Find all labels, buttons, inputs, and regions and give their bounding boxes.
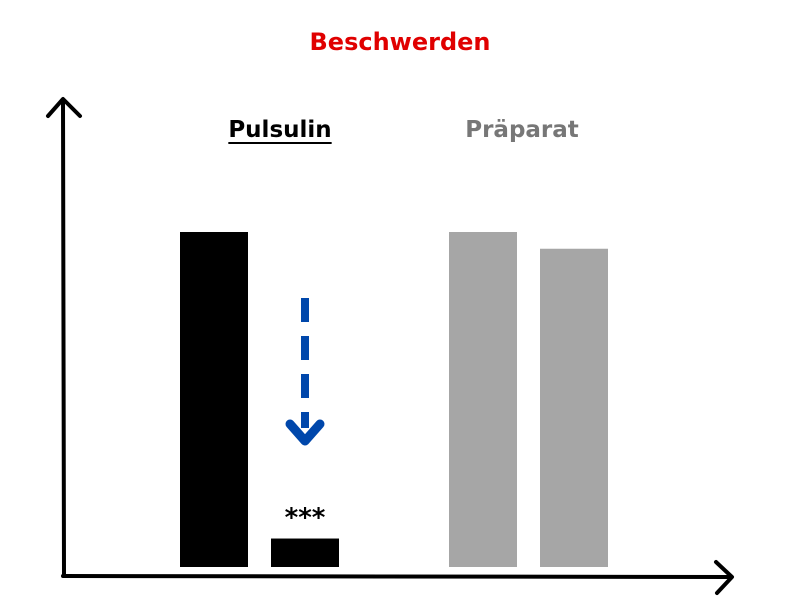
group-label-pulsulin: Pulsulin [228, 117, 332, 143]
bar-pulsulin-1 [180, 232, 248, 567]
chart-title: Beschwerden [309, 28, 491, 56]
dashed-arrow-head [285, 419, 325, 446]
y-axis-arrowhead [46, 97, 82, 118]
bar-prparat-2 [540, 248, 608, 567]
y-axis [61, 98, 66, 578]
x-axis-arrowhead [714, 560, 734, 595]
x-axis [61, 574, 732, 579]
group-label-praeparat: Präparat [465, 117, 579, 143]
significance-stars: *** [284, 502, 326, 533]
bar-pulsulin-2 [271, 538, 339, 567]
bar-prparat-1 [449, 232, 517, 567]
